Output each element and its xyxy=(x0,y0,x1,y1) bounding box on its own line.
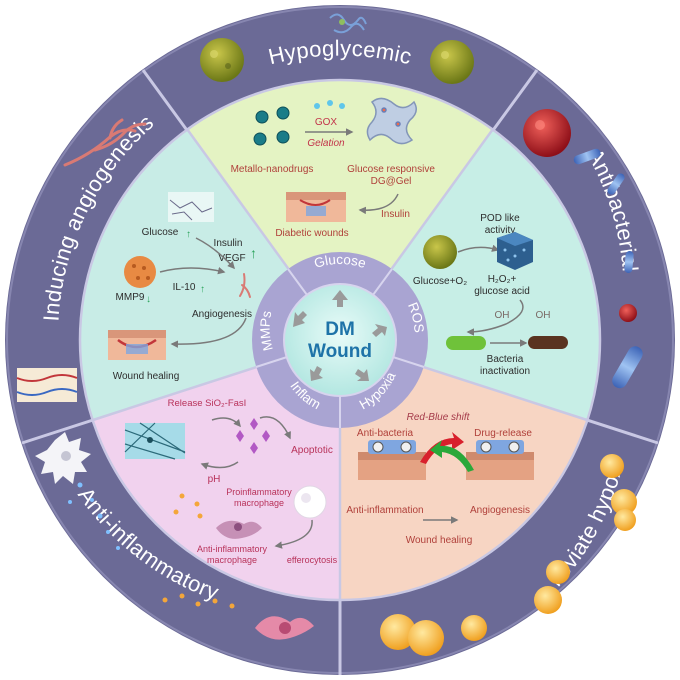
red-blue-shift-label: Red-Blue shift xyxy=(407,412,471,423)
pink-macrophage-cell xyxy=(255,616,314,640)
apoptotic-label: Apoptotic xyxy=(291,445,333,456)
mmp9-nanoparticle-icon xyxy=(124,256,156,288)
glucose-o2-label: Glucose+O₂ xyxy=(413,276,467,287)
glucose-molecules-icon xyxy=(168,192,214,222)
inactivation-label: inactivation xyxy=(480,366,530,377)
protein-icon xyxy=(329,13,367,34)
rod-bacteria-1 xyxy=(573,148,601,165)
metallo-nanodrug-icons xyxy=(253,106,290,146)
red-shift-arrow xyxy=(420,432,464,464)
bacteria-label: Bacteria xyxy=(487,354,524,365)
anti-inflammatory-macrophage-label-2: macrophage xyxy=(207,555,257,565)
tissue-vessel-image xyxy=(16,368,78,402)
oxygen-bubbles xyxy=(380,454,637,656)
release-label: Release SiO₂-FasI xyxy=(168,398,247,409)
angiogenesis-label: Angiogenesis xyxy=(192,309,252,320)
mmp9-down-arrow: ↓ xyxy=(146,294,151,305)
center-title-wound: Wound xyxy=(308,341,372,362)
oh-label-2: OH xyxy=(536,310,551,321)
hypoxia-device-right xyxy=(466,440,534,480)
bacteria-red-sphere xyxy=(523,109,571,157)
hydrogel-scaffold-icon xyxy=(124,422,186,460)
green-shift-arrow xyxy=(430,440,474,472)
hydrogel-network-icon xyxy=(366,97,417,145)
orange-dots xyxy=(162,593,235,609)
wound-healing-skin-icon xyxy=(108,330,166,360)
ph-label: pH xyxy=(208,474,221,485)
rod-bacteria-3 xyxy=(624,251,634,273)
insulin-label: Insulin xyxy=(381,209,410,220)
nanoparticle-green-right xyxy=(430,40,474,84)
blue-dots xyxy=(68,482,120,550)
dead-bacteria-icon xyxy=(528,336,568,349)
hypoxia-wound-healing-label: Wound healing xyxy=(406,535,473,546)
drug-crystals-icon xyxy=(236,418,270,454)
il10-label: IL-10 xyxy=(173,282,196,293)
rod-bacteria-2 xyxy=(607,173,625,195)
apoptotic-cell-icon xyxy=(293,485,327,519)
anti-inflammatory-macrophage-icon xyxy=(216,520,262,539)
center-arrows xyxy=(293,290,387,381)
gelation-label: Gelation xyxy=(307,138,345,149)
il10-up-arrow: ↑ xyxy=(200,284,205,295)
mmp9-label: MMP9 xyxy=(116,292,145,303)
proinflammatory-label-2: macrophage xyxy=(234,498,284,508)
glucose-up-arrow: ↑ xyxy=(186,229,191,240)
nanoparticle-green-left xyxy=(200,38,244,82)
pod-label-1: POD like xyxy=(480,213,520,224)
live-bacteria-icon xyxy=(446,336,486,350)
angiogenesis-label: Angiogenesis xyxy=(470,505,530,516)
bacteria-red-small xyxy=(619,304,637,322)
h2o2-label-1: H₂O₂+ xyxy=(488,274,517,285)
oh-label-1: OH xyxy=(495,310,510,321)
panel-inflammatory: Release SiO₂-FasI Apoptotic pH Proinflam… xyxy=(124,398,338,565)
panel-hypoglycemic: GOX Gelation Metallo-nanodrugs Glucose r… xyxy=(231,97,435,239)
pod-nanocube-icon xyxy=(497,232,533,270)
glucose-oxidase-particle xyxy=(423,235,457,269)
blood-vessel-icon xyxy=(63,118,147,167)
hypoxia-device-left xyxy=(358,440,426,480)
panel-inflammatory-bg xyxy=(93,340,340,600)
panel-hypoxia: Red-Blue shift Anti-bacteria Drug-releas… xyxy=(346,412,534,546)
gox-label: GOX xyxy=(315,117,338,128)
svg-text:Glucose: Glucose xyxy=(312,252,367,271)
center-title-dm: DM xyxy=(325,319,355,340)
proinflammatory-label-1: Proinflammatory xyxy=(226,487,292,497)
inner-label-mmps: MMPs xyxy=(257,309,275,352)
wound-healing-label: Wound healing xyxy=(113,371,180,382)
insulin-vegf-up-arrow: ↑ xyxy=(250,245,257,261)
insulin-label: Insulin xyxy=(214,238,243,249)
vegf-label: VEGF xyxy=(218,253,245,264)
anti-bacteria-label: Anti-bacteria xyxy=(357,428,414,439)
blood-vessel-small-icon xyxy=(239,273,251,298)
efferocytosis-label: efferocytosis xyxy=(287,555,338,565)
pod-label-2: activity xyxy=(485,225,516,236)
anti-inflammatory-macrophage-label-1: Anti-inflammatory xyxy=(197,544,268,554)
panel-hypoxia-bg xyxy=(340,340,587,600)
drug-release-label: Drug-release xyxy=(474,428,532,439)
h2o2-label-2: glucose acid xyxy=(474,286,530,297)
center-circle xyxy=(283,283,397,397)
released-particles xyxy=(173,493,203,519)
anti-inflammation-label: Anti-inflammation xyxy=(346,505,423,516)
diabetic-wounds-label: Diabetic wounds xyxy=(275,228,348,239)
panel-angiogenesis: Glucose ↑ Insulin VEGF ↑ IL-10 ↑ MMP9 ↓ … xyxy=(108,192,257,382)
svg-text:MMPs: MMPs xyxy=(257,309,275,352)
glucose-label: Glucose xyxy=(142,227,179,238)
diabetic-wound-skin-icon xyxy=(286,192,346,222)
gox-icon xyxy=(314,100,345,109)
white-cell xyxy=(35,432,91,484)
rod-bacteria-4 xyxy=(612,346,643,389)
metallo-nanodrugs-label: Metallo-nanodrugs xyxy=(231,164,314,175)
glucose-responsive-label: Glucose responsive xyxy=(347,164,435,175)
dg-gel-label: DG@Gel xyxy=(371,176,412,187)
inner-label-glucose: Glucose xyxy=(312,252,367,271)
panel-antibacterial: POD like activity Glucose+O₂ H₂O₂+ gluco… xyxy=(413,213,568,377)
